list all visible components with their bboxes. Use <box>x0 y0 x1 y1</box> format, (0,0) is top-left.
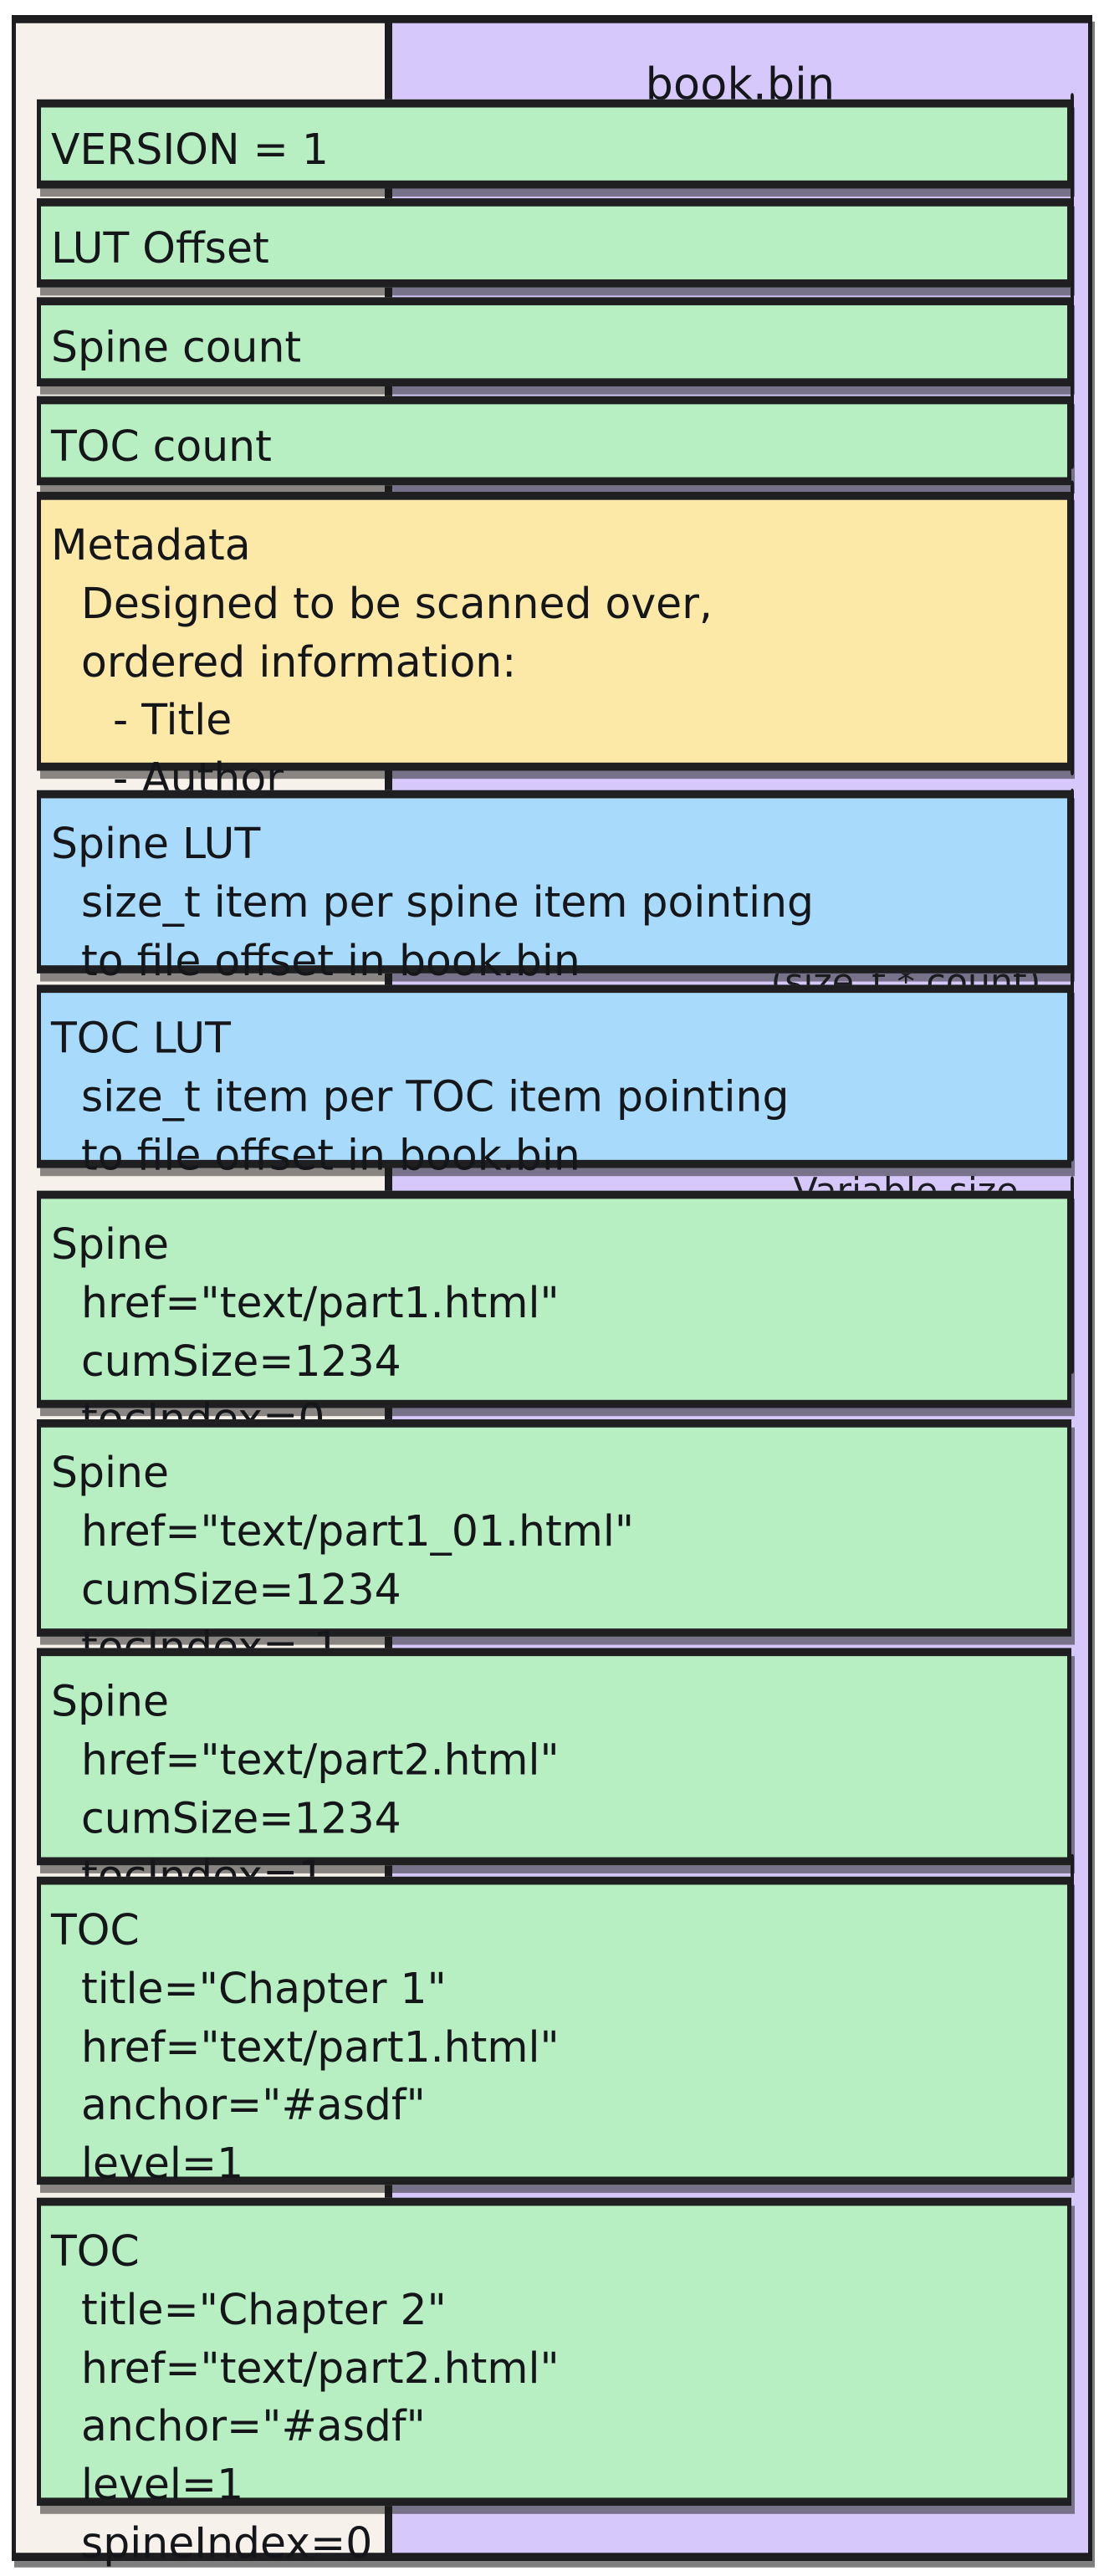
field-box-heading: Spine <box>51 1219 169 1269</box>
field-box-line: cumSize=1234 <box>81 1793 401 1843</box>
field-box-line: href="text/part1.html" <box>81 1277 560 1327</box>
field-box-line: Designed to be scanned over, <box>81 578 713 628</box>
field-box-toc-lut: TOC LUT size_t item per TOC item pointing… <box>37 984 1071 1179</box>
bracket-variable-fixed-start <box>1071 480 1074 776</box>
text-wrapper: Spine href="text/part1_01.html" cumSize=12… <box>51 1444 1067 1677</box>
field-box-heading: Spine count <box>51 322 302 372</box>
text-wrapper: TOC count <box>51 419 1067 474</box>
field-box-line: level=1 <box>81 2139 244 2189</box>
field-box-line: ordered information: <box>81 636 517 687</box>
field-box-line: href="text/part2.html" <box>81 1735 560 1785</box>
field-box-heading: Spine LUT <box>51 818 261 868</box>
field-box-line: href="text/part2.html" <box>81 2343 560 2393</box>
text-wrapper: Spine LUT size_t item per spine item poin… <box>51 815 1067 989</box>
file-format-diagram: book.bin Fixed Size Variable sizeFixed s… <box>12 15 1092 2568</box>
bracket-fixed-size <box>1071 93 1074 469</box>
field-box-line: cumSize=1234 <box>81 1564 401 1614</box>
field-box-line: cumSize=1234 <box>81 1336 401 1386</box>
text-wrapper: LUT Offset <box>51 221 1067 276</box>
field-box-spine-1: Spinehref="text/part1.html"cumSize=1234t… <box>37 1190 1071 1444</box>
field-box-heading: Spine <box>51 1448 169 1498</box>
text-wrapper: Spinehref="text/part1.html"cumSize=1234t… <box>51 1215 1067 1449</box>
field-box-line: title="Chapter 1" <box>81 1963 447 2013</box>
field-box-spine-3: Spinehref="text/part2.html"cumSize=1234t… <box>37 1648 1071 1901</box>
field-box-toc-count: TOC count <box>37 396 1071 486</box>
bracket-variable-href <box>1071 1176 1074 1374</box>
field-box-heading: Metadata <box>51 520 251 570</box>
field-box-line: href="text/part1_01.html" <box>81 1505 635 1556</box>
field-box-line: anchor="#asdf" <box>81 2401 426 2451</box>
field-box-heading: TOC <box>51 2226 140 2276</box>
field-box-spine-2: Spine href="text/part1_01.html" cumSize=12… <box>37 1419 1071 1673</box>
field-box-spine-count: Spine count <box>37 297 1071 386</box>
bracket-variable-title-href <box>1071 1853 1074 2179</box>
field-box-heading: LUT Offset <box>51 223 269 273</box>
field-box-line: to file offset in book.bin <box>81 935 580 985</box>
field-box-line: size_t item per TOC item pointing <box>81 1071 790 1122</box>
field-box-heading: TOC <box>51 1904 140 1955</box>
field-box-line: href="text/part1.html" <box>81 2021 560 2072</box>
text-wrapper: Spinehref="text/part2.html"cumSize=1234t… <box>51 1673 1067 1906</box>
field-box-line: title="Chapter 2" <box>81 2284 447 2334</box>
field-box-line: level=1 <box>81 2459 244 2509</box>
field-box-heading: TOC count <box>51 421 272 471</box>
field-box-line: to file offset in book.bin <box>81 1130 580 1180</box>
field-box-heading: Spine <box>51 1676 169 1726</box>
text-wrapper: TOC LUT size_t item per TOC item pointing… <box>51 1009 1067 1184</box>
text-wrapper: VERSION = 1 <box>51 122 1067 177</box>
field-box-toc-2: TOC title="Chapter 2" href="text/part2.htm… <box>37 2197 1071 2568</box>
field-box-heading: TOC LUT <box>51 1013 231 1063</box>
text-wrapper: TOC title="Chapter 2" href="text/part2.htm… <box>51 2222 1067 2573</box>
field-box-toc-1: TOC title="Chapter 1" href="text/part1.htm… <box>37 1876 1071 2246</box>
field-box-lut-offset: LUT Offset <box>37 198 1071 288</box>
bracket-knowable-variable <box>1071 788 1074 1162</box>
field-box-line: - Title <box>113 695 233 745</box>
field-box-line: size_t item per spine item pointing <box>81 877 815 927</box>
field-box-line: anchor="#asdf" <box>81 2080 426 2130</box>
text-wrapper: Spine count <box>51 320 1067 376</box>
field-box-version: VERSION = 1 <box>37 99 1071 189</box>
field-box-line: spineIndex=0 <box>81 2517 373 2568</box>
field-box-heading: VERSION = 1 <box>51 124 329 174</box>
field-box-spine-lut: Spine LUT size_t item per spine item poin… <box>37 790 1071 984</box>
